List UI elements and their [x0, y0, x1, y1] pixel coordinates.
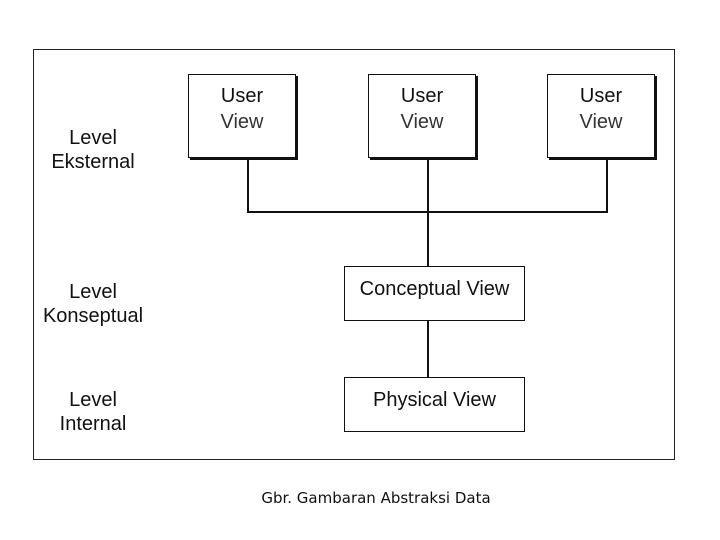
level-external-label: Level Eksternal: [51, 127, 135, 173]
connector-horizontal: [247, 211, 608, 213]
level-internal-label: Level Internal: [59, 389, 127, 435]
figure-caption: Gbr. Gambaran Abstraksi Data: [261, 489, 491, 507]
connector-conceptual-physical: [427, 321, 429, 377]
user-view-box-2: User View: [368, 74, 476, 158]
conceptual-view-box: Conceptual View: [344, 266, 525, 321]
user-view-box-1: User View: [188, 74, 296, 158]
connector-user-view-1: [247, 158, 249, 213]
level-conceptual-label: Level Konseptual: [42, 281, 144, 327]
user-view-box-3: User View: [547, 74, 655, 158]
connector-user-view-3: [606, 158, 608, 213]
physical-view-label: Physical View: [372, 389, 497, 411]
diagram-frame: [33, 49, 675, 460]
physical-view-box: Physical View: [344, 377, 525, 432]
conceptual-view-label: Conceptual View: [359, 278, 510, 300]
